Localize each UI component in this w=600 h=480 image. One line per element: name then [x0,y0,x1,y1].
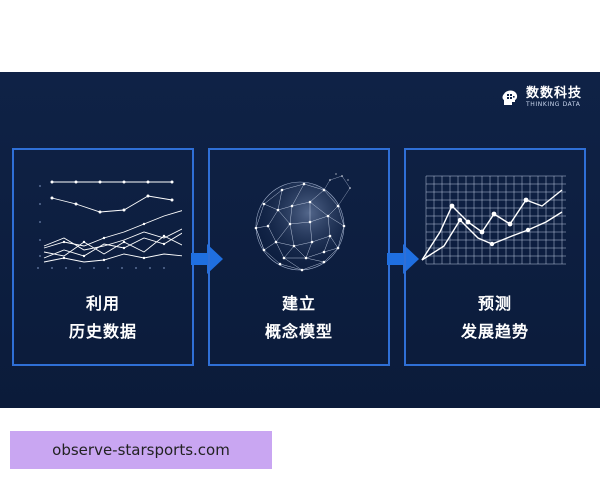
banner: 数数科技 THINKING DATA [0,72,600,408]
brand-tagline: THINKING DATA [525,101,581,108]
panel-label: 建立 概念模型 [210,290,388,346]
panel-label-line1: 利用 [85,294,120,313]
panel-predict-trend: 预测 发展趋势 [404,148,586,366]
url-label: observe-starsports.com [10,431,272,469]
panel-label-line2: 历史数据 [68,322,137,341]
panel-label-line1: 建立 [281,294,316,313]
network-sphere-icon [254,173,351,272]
panel-label-line2: 发展趋势 [460,322,529,341]
panel-concept-model: 建立 概念模型 [208,148,390,366]
head-profile-icon [502,89,518,105]
brand-name: 数数科技 [525,86,582,101]
trend-chart-icon [421,175,566,265]
arrow-right-icon [191,244,223,274]
arrow-right-icon [387,244,419,274]
panel-label-line2: 概念模型 [264,322,333,341]
panel-label: 利用 历史数据 [14,290,192,346]
brand: 数数科技 THINKING DATA [500,86,582,109]
panel-label: 预测 发展趋势 [406,290,584,346]
panel-label-line1: 预测 [477,294,512,313]
panel-historical-data: 利用 历史数据 [12,148,194,366]
line-chart-icon [37,180,182,269]
brand-text: 数数科技 THINKING DATA [526,86,582,109]
